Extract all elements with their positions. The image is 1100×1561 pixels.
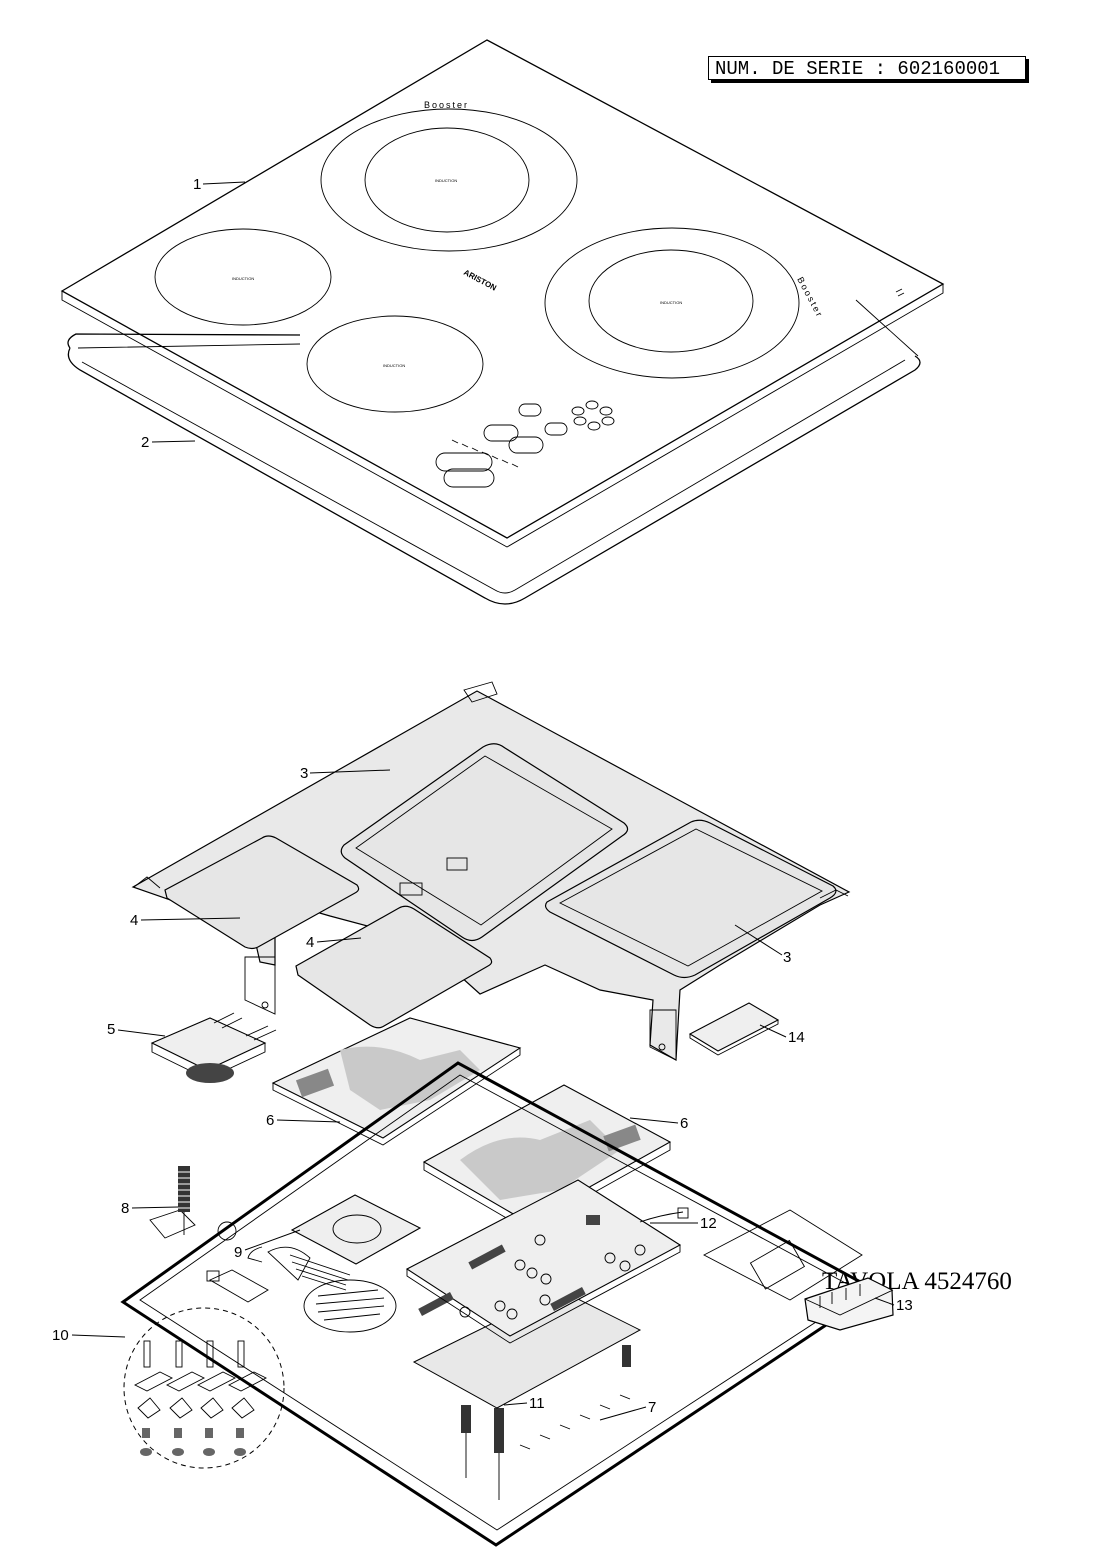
callout-12: 12 [700,1215,717,1232]
callout-3b: 3 [783,949,791,966]
part-module-5 [150,1012,277,1083]
control-panel [435,400,615,488]
booster-label-right: Booster [795,275,825,319]
callout-13: 13 [896,1297,913,1314]
callout-10: 10 [52,1327,69,1344]
callout-11: 11 [529,1395,545,1412]
part-frame [67,299,921,605]
zone-label: INDUCTION [232,276,254,281]
part-fixing-kit [123,1307,285,1469]
callout-6: 6 [266,1112,274,1129]
part-spring-11 [461,1345,631,1500]
callouts: 1 2 3 3 4 4 5 6 6 7 8 9 10 11 12 13 14 [52,176,913,1421]
callout-7: 7 [648,1399,656,1416]
zone-label: INDUCTION [660,300,682,305]
callout-2: 2 [141,434,149,451]
callout-6b: 6 [680,1115,688,1132]
part-coil-plate [131,681,851,1062]
callout-4b: 4 [306,934,314,951]
part-display-board [688,1002,780,1056]
part-terminal-block [804,1277,894,1331]
part-spring-8 [178,1166,190,1235]
part-power-board-left [271,1017,522,1146]
part-control-board [405,1179,689,1409]
zone-label: INDUCTION [435,178,457,183]
callout-8: 8 [121,1200,129,1217]
booster-label-top: Booster [424,100,469,110]
zone-label: INDUCTION [383,363,405,368]
callout-14: 14 [788,1029,805,1046]
callout-9: 9 [234,1244,242,1261]
part-glass-top: INDUCTION INDUCTION INDUCTION INDUCTION … [60,39,945,548]
callout-3: 3 [300,765,308,782]
part-fan [247,1194,422,1291]
callout-5: 5 [107,1021,115,1038]
callout-4: 4 [130,912,138,929]
brand-logo: ARISTON [462,268,498,293]
serial-number-box: NUM. DE SERIE : 602160001 [708,56,1026,80]
callout-1: 1 [193,176,201,193]
